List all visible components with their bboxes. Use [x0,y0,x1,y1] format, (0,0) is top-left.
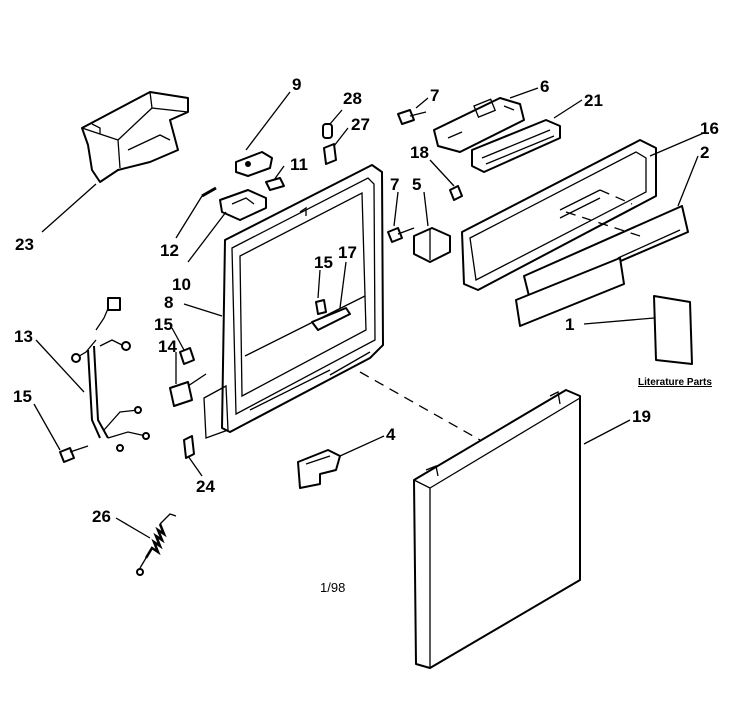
part-12-clip [201,186,217,198]
callout-9: 9 [292,75,301,94]
callout-16: 16 [700,119,719,138]
part-11-screw [265,177,285,191]
part-15-screw-center [315,299,327,315]
part-9-latch-top [235,151,273,177]
part-6-control-board [433,97,525,153]
alignment-line-door [359,371,481,441]
callout-labels: 9 28 7 6 21 27 16 2 11 18 7 5 23 12 10 1… [13,75,719,595]
callout-13: 13 [14,327,33,346]
part-28-bumper [322,123,333,139]
part-18-knob [449,185,463,201]
leader-lines [33,87,707,539]
part-2-trim-panel [523,205,689,301]
callout-11: 11 [290,155,308,174]
callout-14: 14 [158,337,177,356]
callout-2: 2 [700,143,709,162]
literature-parts-label: Literature Parts [638,377,712,388]
part-4-hinge-bracket [297,449,341,489]
callout-15-center: 15 [314,253,333,272]
callout-1: 1 [565,315,574,334]
callout-23: 23 [15,235,34,254]
alignment-line-console-2 [599,189,633,205]
callout-15-left: 15 [13,387,32,406]
part-26-spring [136,513,177,576]
callout-5: 5 [412,175,421,194]
part-27-clip [323,143,337,165]
callout-7-top: 7 [430,86,439,105]
part-23-vent-duct [81,91,189,183]
callout-26: 26 [92,507,111,526]
part-10-latch-base [219,189,267,221]
part-14-switch [169,373,207,407]
callout-4: 4 [386,425,396,444]
part-15-screw-left [59,445,89,463]
callout-7-mid: 7 [390,175,399,194]
part-13-wire-harness [71,297,150,452]
part-19-outer-door-panel [413,389,581,669]
date-code: 1/98 [320,580,345,595]
callout-18: 18 [410,143,429,162]
callout-8: 8 [164,293,173,312]
part-24-clip [183,435,195,459]
callout-21: 21 [584,91,603,110]
callout-12: 12 [160,241,179,260]
part-7-screw-mid [387,227,415,243]
callout-10: 10 [172,275,191,294]
callout-17: 17 [338,243,357,262]
callout-28: 28 [343,89,362,108]
literature-booklet [653,295,693,365]
part-8-inner-door-frame [203,164,384,439]
callout-27: 27 [351,115,370,134]
part-17-bracket [311,307,351,331]
part-21-touch-pad [471,119,561,173]
callout-6: 6 [540,77,549,96]
callout-24: 24 [196,477,215,496]
part-15-screw-mid [179,347,195,365]
alignment-line-console [565,211,641,237]
part-1-panel-insert [515,257,625,327]
part-7-screw-top [397,109,427,125]
callout-15-mid: 15 [154,315,173,334]
part-5-switch-assy [413,227,451,263]
callout-19: 19 [632,407,651,426]
part-16-console [461,139,657,291]
